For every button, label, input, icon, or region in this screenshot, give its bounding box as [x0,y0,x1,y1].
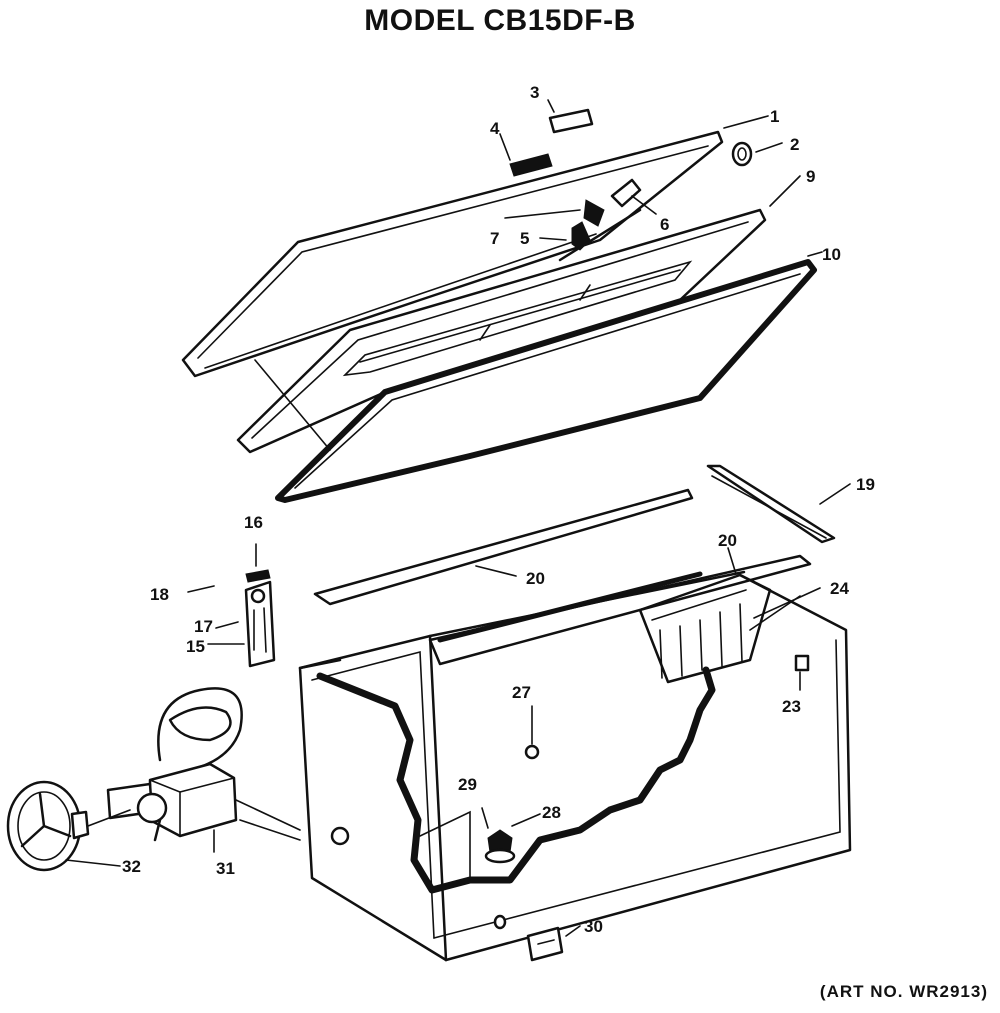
callout-32: 32 [122,857,141,876]
control-part-15 [207,580,276,668]
storage-basket-part-24 [638,573,801,684]
callout-17: 17 [194,617,213,636]
hinge-spring-part-7 [504,199,642,262]
breaker-strip-part-20-front [313,488,694,606]
callout-7: 7 [490,229,499,248]
callout-18: 18 [150,585,169,604]
callout-19: 19 [856,475,875,494]
callout-20a: 20 [526,569,545,588]
callout-3: 3 [530,83,539,102]
callout-16: 16 [244,513,263,532]
handle-base-part-4 [499,133,553,177]
callout-4: 4 [490,119,500,138]
lid-gasket [275,259,817,503]
diagram-title: MODEL CB15DF-B [364,4,636,37]
callout-9: 9 [806,167,815,186]
nameplate-part-30 [526,925,581,962]
callout-1: 1 [770,107,779,126]
callout-20b: 20 [718,531,737,550]
compressor-part-31 [106,687,301,853]
callout-5: 5 [520,229,529,248]
callout-30: 30 [584,917,603,936]
callout-23: 23 [782,697,801,716]
callout-31: 31 [216,859,235,878]
handle-part-3 [547,99,594,134]
light-part-23 [794,654,810,672]
callout-10: 10 [822,245,841,264]
hinge-part-6 [610,178,657,215]
lid-assembly-guide-line [254,359,331,451]
callout-28: 28 [542,803,561,822]
fan-part-32 [6,780,131,872]
callout-27: 27 [512,683,531,702]
lock-cylinder-part-2 [731,141,783,167]
lid-outer-panel [181,130,724,378]
breaker-strip-part-19 [706,464,836,544]
callout-15: 15 [186,637,205,656]
freezer-cabinet [298,570,852,962]
evaporator-coil [316,666,716,894]
art-number: (ART NO. WR2913) [819,982,988,1001]
knob-part-16 [245,569,271,583]
callout-24: 24 [830,579,849,598]
callout-29: 29 [458,775,477,794]
lid-liner [236,208,767,454]
callout-2: 2 [790,135,799,154]
callout-6: 6 [660,215,669,234]
